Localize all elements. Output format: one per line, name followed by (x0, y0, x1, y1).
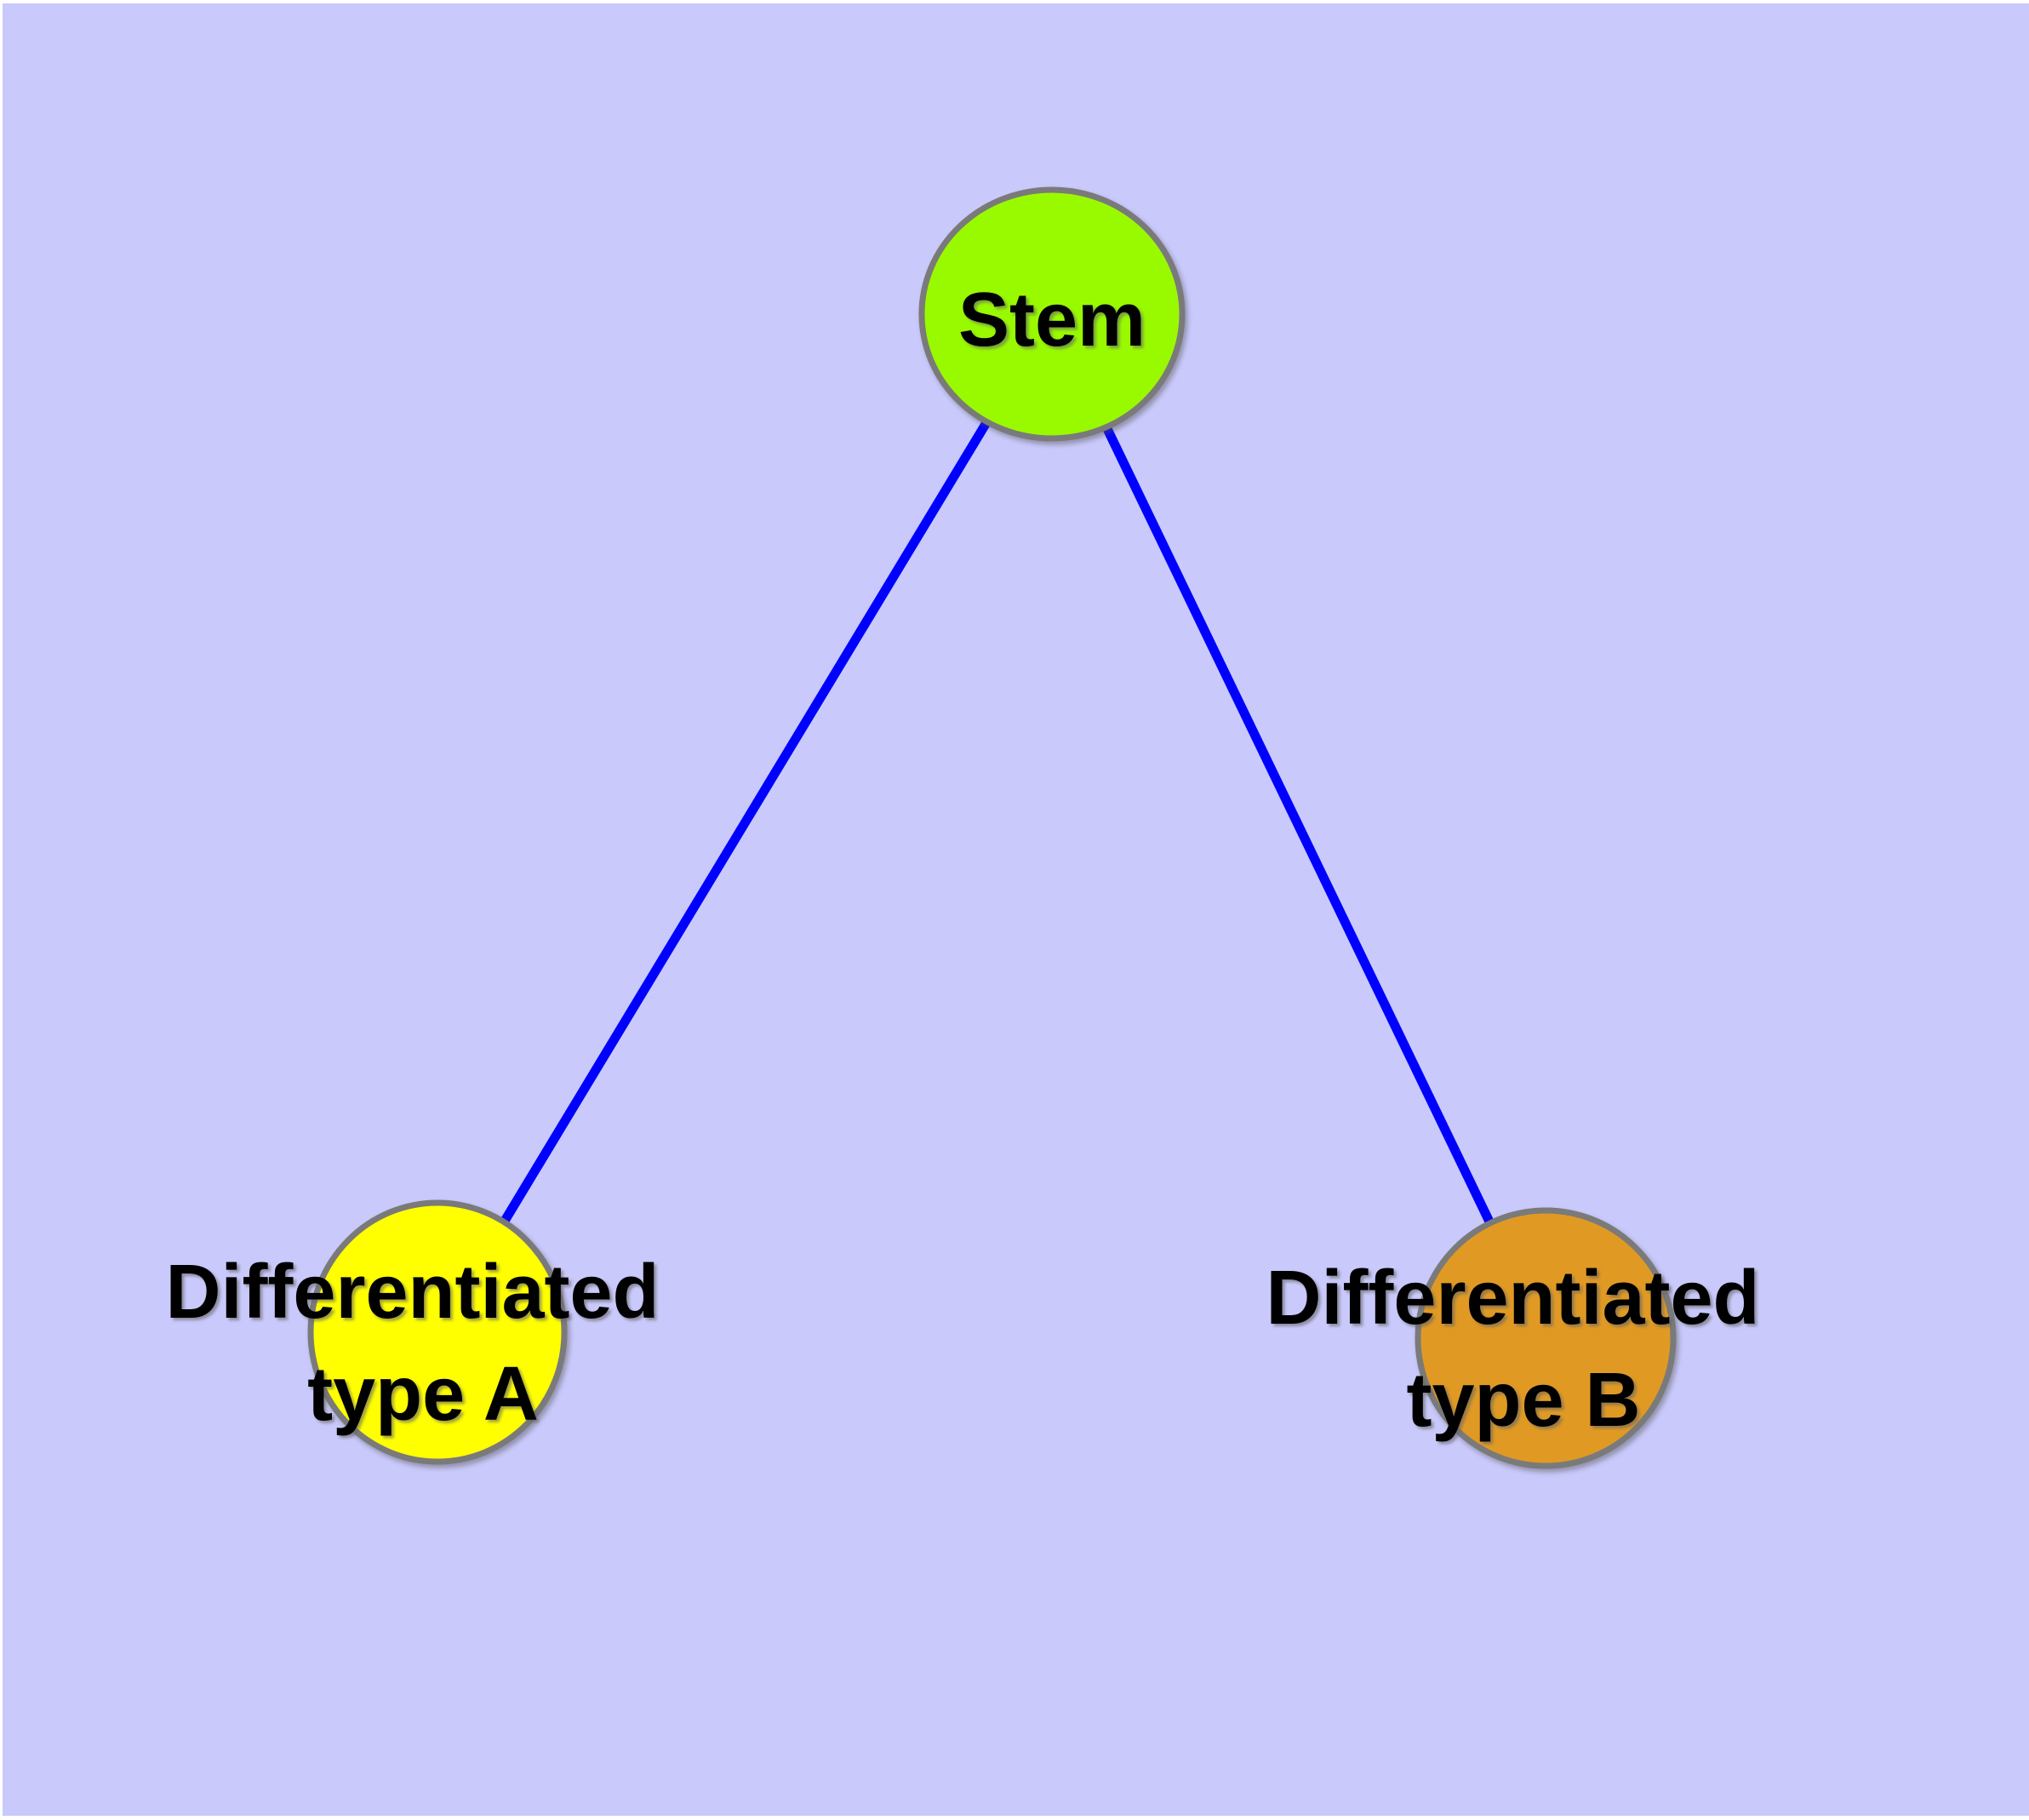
edge-stem-to-typeB[interactable] (1048, 312, 1550, 1341)
node-differentiated-type-b-label-line1: Differentiated (1266, 1256, 1759, 1341)
node-differentiated-type-b[interactable]: Differentiated type B (1266, 1207, 1780, 1469)
node-differentiated-type-a-label-line1: Differentiated (165, 1250, 659, 1335)
node-stem-shape[interactable] (918, 186, 1186, 442)
node-differentiated-type-b-shape[interactable] (1415, 1207, 1677, 1469)
node-differentiated-type-a-label-line2: type A (307, 1352, 539, 1437)
node-differentiated-type-b-label: Differentiated type B (1266, 1256, 1780, 1443)
node-differentiated-type-a-label: Differentiated type A (165, 1250, 680, 1437)
node-differentiated-type-a-shape[interactable] (307, 1199, 568, 1465)
node-stem[interactable]: Stem (918, 186, 1186, 442)
node-stem-label: Stem (958, 278, 1146, 363)
node-differentiated-type-b-label-line2: type B (1406, 1358, 1640, 1443)
edge-stem-to-typeA[interactable] (433, 312, 1056, 1335)
node-differentiated-type-a[interactable]: Differentiated type A (165, 1199, 680, 1465)
